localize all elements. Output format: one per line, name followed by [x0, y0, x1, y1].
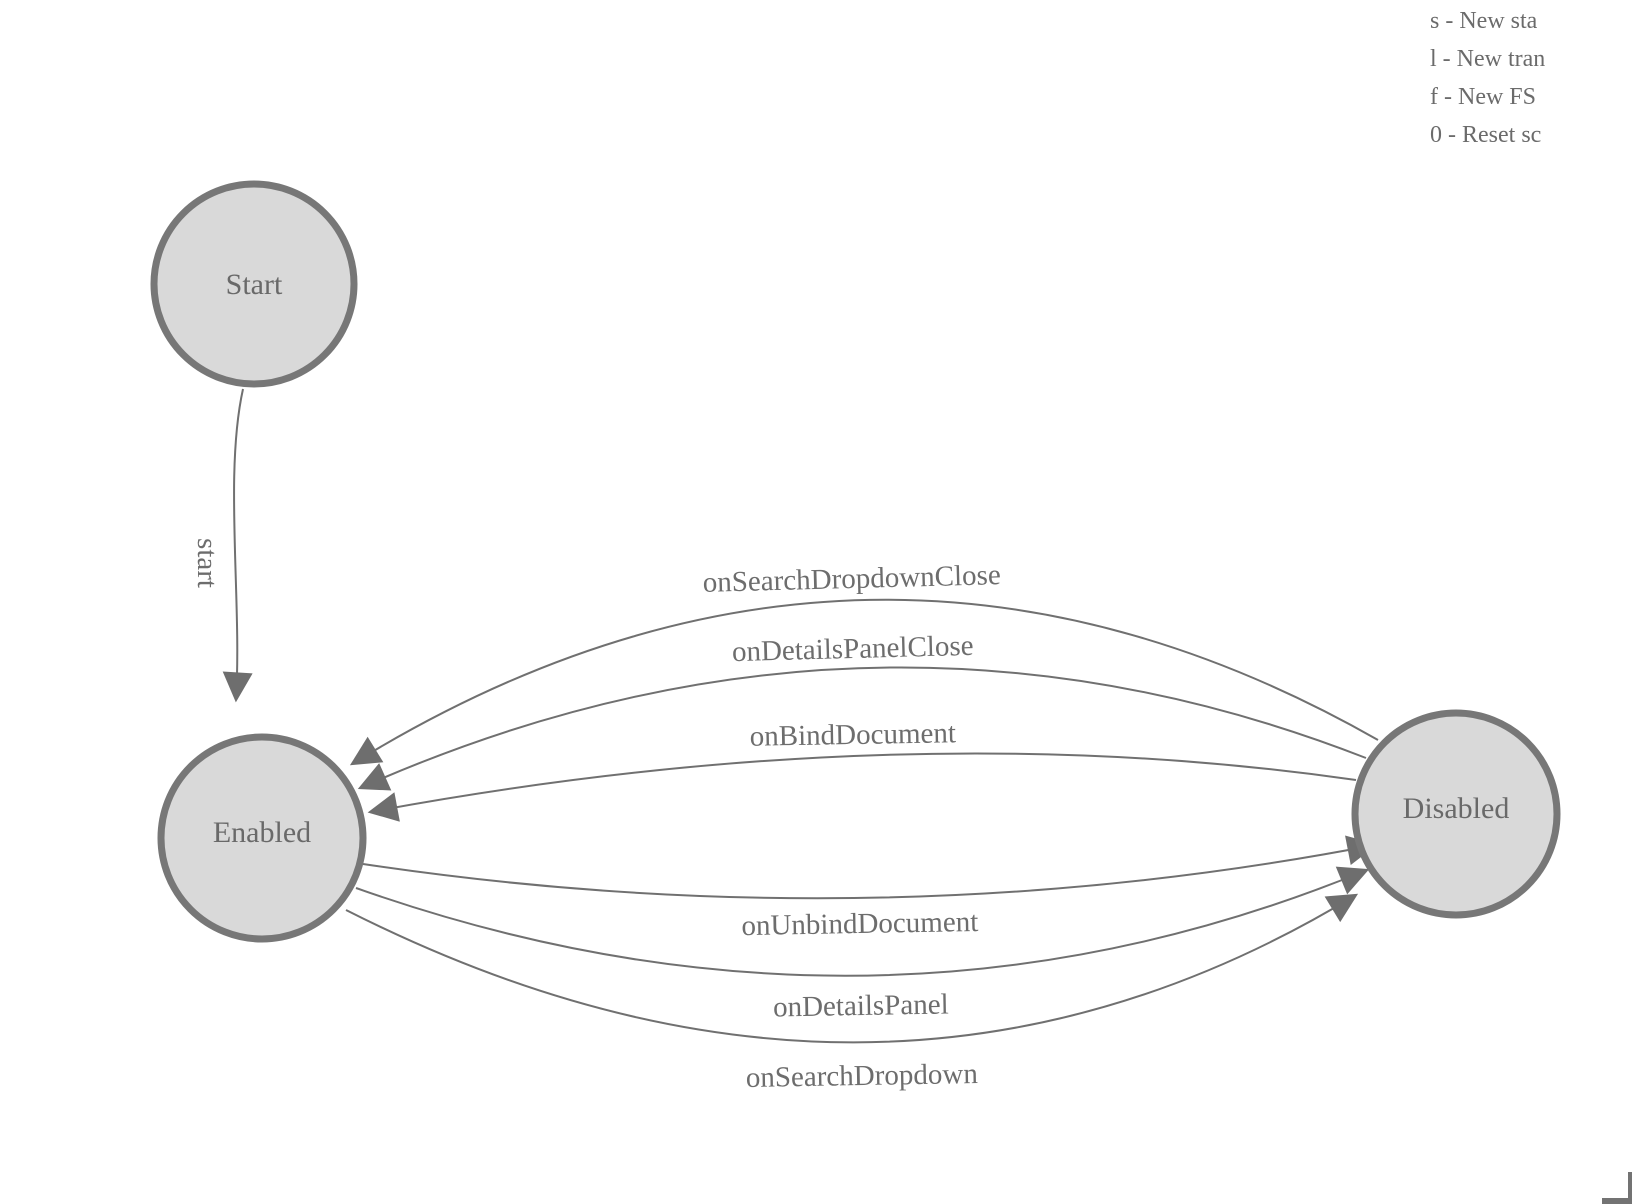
transition-edge-onSearchDropdown[interactable]: [345, 893, 1359, 1044]
legend-line-new-transition: l - New tran: [1430, 46, 1546, 72]
transition-edge-onSearchDropdownClose[interactable]: [349, 598, 1379, 766]
canvas-corner-handle-vertical[interactable]: [1628, 1172, 1632, 1204]
transition-label-onDetailsPanelClose[interactable]: onDetailsPanelClose: [732, 630, 974, 668]
transition-label-onUnbindDocument[interactable]: onUnbindDocument: [741, 906, 978, 942]
state-node-start[interactable]: Start: [150, 180, 358, 388]
state-circle-start[interactable]: [150, 180, 358, 388]
legend-line-new-state: s - New sta: [1430, 8, 1538, 34]
transition-edge-onDetailsPanelClose[interactable]: [357, 666, 1367, 791]
transition-label-onSearchDropdown[interactable]: onSearchDropdown: [746, 1058, 979, 1094]
state-circle-enabled[interactable]: [157, 733, 367, 943]
state-label-start: Start: [226, 268, 283, 301]
state-node-disabled[interactable]: Disabled: [1351, 709, 1561, 919]
transition-edge-onUnbindDocument[interactable]: [362, 835, 1378, 900]
state-label-enabled: Enabled: [213, 816, 311, 849]
transition-edge-onBindDocument[interactable]: [367, 752, 1357, 822]
transition-edge-start[interactable]: [222, 388, 253, 703]
shortcut-legend: s - New sta l - New tran f - New FS 0 - …: [1430, 2, 1632, 154]
state-circle-disabled[interactable]: [1351, 709, 1561, 919]
transition-label-onSearchDropdownClose[interactable]: onSearchDropdownClose: [702, 559, 1001, 599]
transition-label-onDetailsPanel[interactable]: onDetailsPanel: [773, 988, 949, 1023]
legend-line-new-fsm: f - New FS: [1430, 84, 1536, 110]
legend-line-reset-scale: 0 - Reset sc: [1430, 122, 1542, 148]
state-node-enabled[interactable]: Enabled: [157, 733, 367, 943]
transition-edge-onDetailsPanel[interactable]: [355, 866, 1370, 977]
transition-label-onBindDocument[interactable]: onBindDocument: [749, 717, 956, 753]
state-label-disabled: Disabled: [1403, 792, 1510, 825]
transition-label-start[interactable]: start: [191, 538, 223, 588]
canvas-corner-handle-horizontal[interactable]: [1602, 1198, 1632, 1204]
